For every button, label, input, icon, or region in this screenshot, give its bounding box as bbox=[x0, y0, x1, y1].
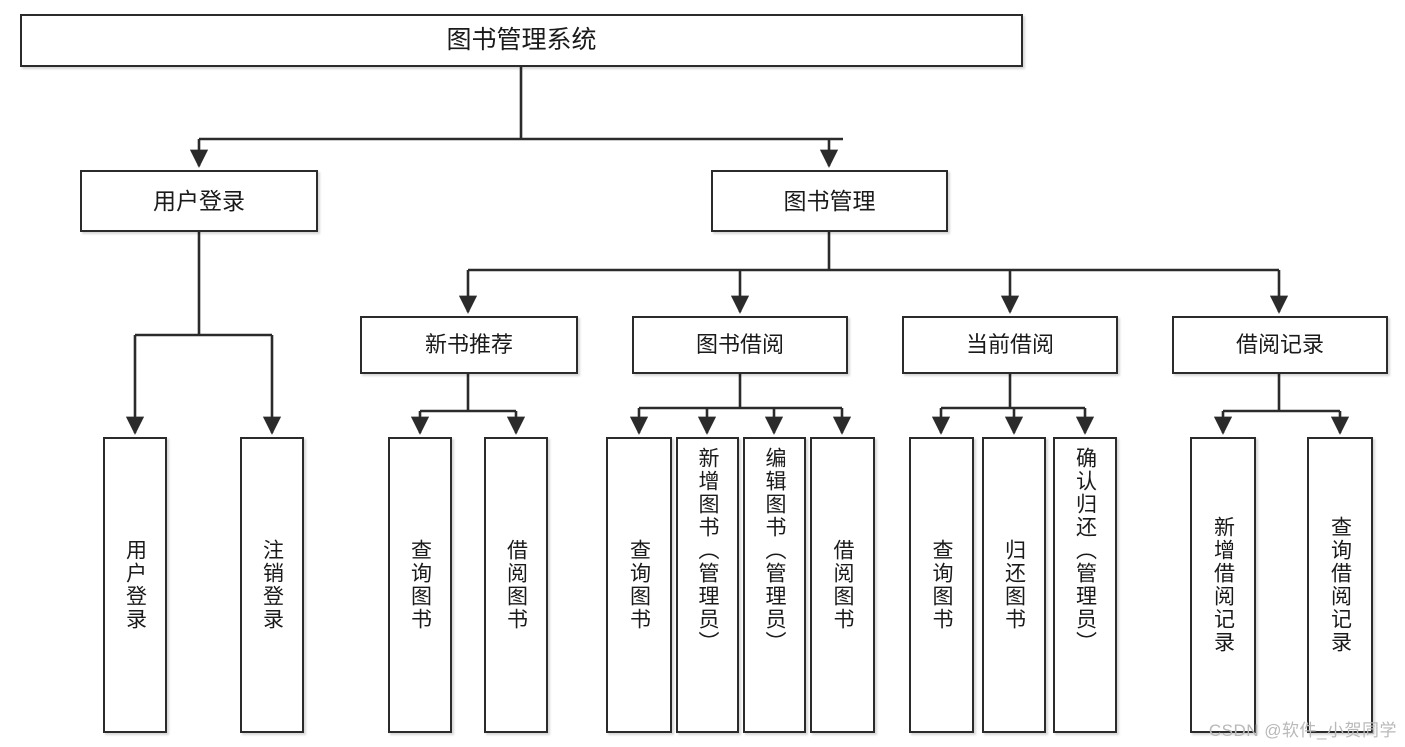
node-leaf-user-login[interactable]: 用户登录 bbox=[103, 437, 167, 733]
node-leaf-add-book[interactable]: 新增图书（管理员） bbox=[676, 437, 739, 733]
node-current-borrow-label: 当前借阅 bbox=[965, 332, 1054, 358]
node-leaf-query-book-2-label: 查询图书 bbox=[627, 539, 651, 631]
node-leaf-add-borrow-record[interactable]: 新增借阅记录 bbox=[1190, 437, 1256, 733]
node-leaf-add-borrow-record-label: 新增借阅记录 bbox=[1211, 516, 1235, 654]
node-new-book-recommend-label: 新书推荐 bbox=[424, 332, 513, 358]
node-borrow-record[interactable]: 借阅记录 bbox=[1172, 316, 1388, 374]
node-leaf-borrow-book-2[interactable]: 借阅图书 bbox=[810, 437, 875, 733]
node-leaf-query-book-2[interactable]: 查询图书 bbox=[606, 437, 672, 733]
node-new-book-recommend[interactable]: 新书推荐 bbox=[360, 316, 578, 374]
node-book-manage-label: 图书管理 bbox=[783, 187, 876, 214]
node-leaf-query-book-3[interactable]: 查询图书 bbox=[909, 437, 974, 733]
node-leaf-logout-login-label: 注销登录 bbox=[260, 539, 284, 631]
node-leaf-query-borrow-record[interactable]: 查询借阅记录 bbox=[1307, 437, 1373, 733]
node-leaf-edit-book[interactable]: 编辑图书（管理员） bbox=[743, 437, 806, 733]
node-root-label: 图书管理系统 bbox=[446, 26, 597, 54]
node-leaf-user-login-label: 用户登录 bbox=[123, 539, 147, 631]
node-leaf-borrow-book-1-label: 借阅图书 bbox=[504, 539, 528, 631]
node-leaf-return-book-label: 归还图书 bbox=[1002, 539, 1026, 631]
node-leaf-add-book-label: 新增图书（管理员） bbox=[696, 447, 719, 654]
node-leaf-confirm-return-label: 确认归还（管理员） bbox=[1073, 447, 1097, 654]
node-user-login[interactable]: 用户登录 bbox=[80, 170, 318, 232]
node-root[interactable]: 图书管理系统 bbox=[20, 14, 1023, 67]
node-book-manage[interactable]: 图书管理 bbox=[711, 170, 948, 232]
node-leaf-edit-book-label: 编辑图书（管理员） bbox=[763, 447, 786, 654]
node-borrow-record-label: 借阅记录 bbox=[1235, 332, 1324, 358]
node-leaf-borrow-book-1[interactable]: 借阅图书 bbox=[484, 437, 548, 733]
node-leaf-logout-login[interactable]: 注销登录 bbox=[240, 437, 304, 733]
csdn-watermark: CSDN @软件_小贺同学 bbox=[1208, 721, 1397, 740]
node-current-borrow[interactable]: 当前借阅 bbox=[902, 316, 1118, 374]
node-book-borrow[interactable]: 图书借阅 bbox=[632, 316, 848, 374]
node-leaf-return-book[interactable]: 归还图书 bbox=[982, 437, 1046, 733]
node-leaf-query-book-1[interactable]: 查询图书 bbox=[388, 437, 452, 733]
node-book-borrow-label: 图书借阅 bbox=[695, 332, 784, 358]
node-leaf-query-book-1-label: 查询图书 bbox=[408, 539, 432, 631]
node-leaf-confirm-return[interactable]: 确认归还（管理员） bbox=[1053, 437, 1117, 733]
node-user-login-label: 用户登录 bbox=[153, 187, 245, 214]
node-leaf-query-book-3-label: 查询图书 bbox=[930, 539, 953, 631]
node-leaf-borrow-book-2-label: 借阅图书 bbox=[831, 539, 854, 631]
node-leaf-query-borrow-record-label: 查询借阅记录 bbox=[1328, 516, 1352, 654]
